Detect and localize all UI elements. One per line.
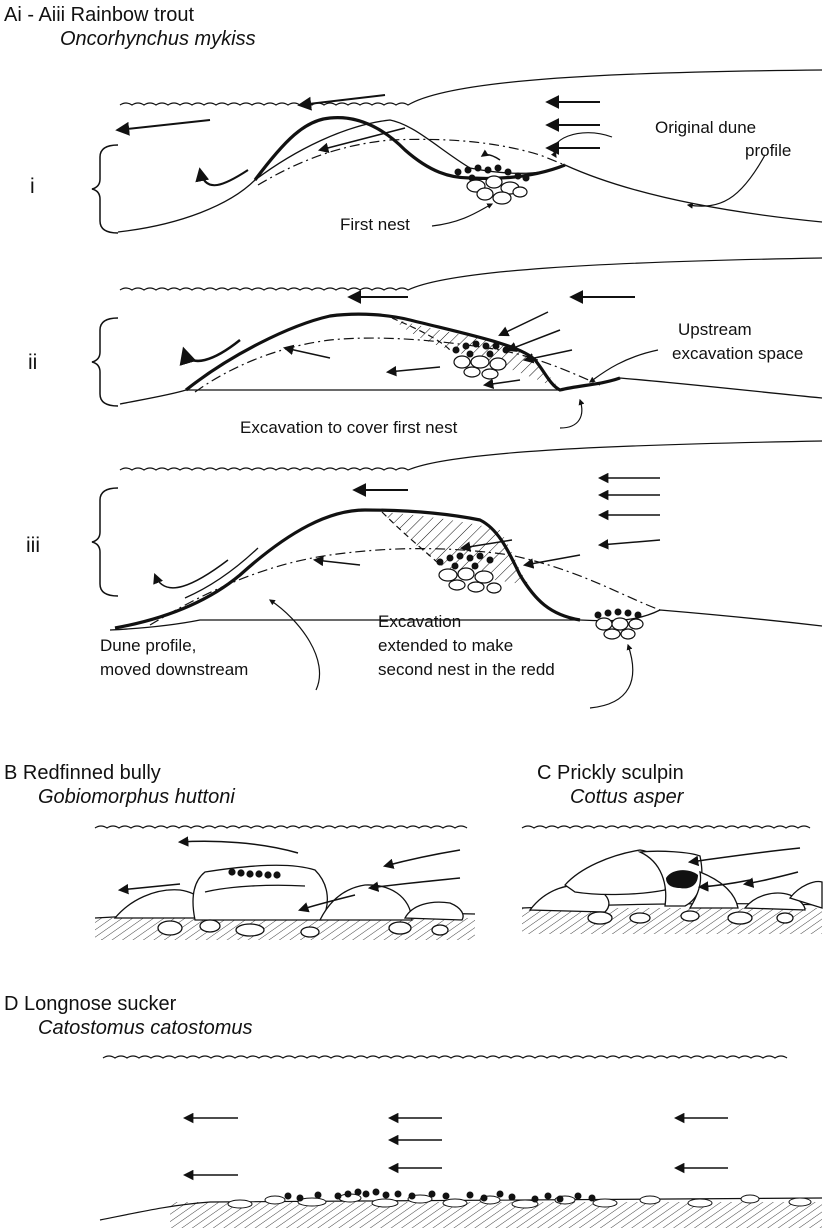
label-upstream: Upstream	[678, 320, 752, 340]
leader-line	[560, 400, 582, 428]
water-surface	[95, 826, 467, 828]
row-numeral-i: i	[30, 176, 35, 198]
panel-b-title: B Redfinned bully	[4, 762, 161, 784]
flow-arrow	[525, 555, 580, 565]
bracket	[92, 488, 118, 596]
hatched-excavation	[392, 318, 560, 390]
substrate	[170, 1202, 822, 1228]
water-surface	[522, 826, 810, 828]
water-surface	[103, 1056, 787, 1058]
panel-a-row-i	[92, 70, 822, 233]
flow-arrow	[370, 878, 460, 888]
flow-arrow	[315, 560, 360, 565]
gravel-cluster	[467, 176, 527, 204]
flow-arrow	[485, 380, 520, 385]
gravel-cluster-second-nest	[596, 618, 643, 639]
leader-line	[432, 204, 492, 226]
panel-a-species: Oncorhynchus mykiss	[60, 28, 256, 50]
bracket	[92, 145, 118, 233]
flow-arrow	[120, 884, 180, 890]
label-second-nest: second nest in the redd	[378, 660, 555, 680]
flow-arrow	[180, 841, 298, 853]
panel-a-row-ii	[92, 258, 822, 428]
flow-arrow	[118, 120, 210, 130]
eddy-arrow	[155, 560, 228, 588]
flow-arrow	[500, 312, 548, 335]
water-surface	[120, 70, 822, 105]
leader-line	[688, 155, 765, 206]
row-numeral-iii: iii	[26, 535, 40, 557]
substrate	[522, 908, 822, 934]
flow-arrow	[508, 330, 560, 350]
flow-arrow	[285, 348, 330, 358]
flow-arrow	[600, 540, 660, 545]
leader-line	[270, 600, 320, 690]
panel-c	[522, 826, 822, 934]
label-dune-profile: Dune profile,	[100, 636, 196, 656]
water-surface	[120, 258, 822, 290]
eddy-arrow	[200, 170, 248, 185]
leader-line	[590, 645, 633, 708]
water-surface	[120, 441, 822, 470]
panel-d-species: Catostomus catostomus	[38, 1017, 253, 1039]
row-numeral-ii: ii	[28, 352, 37, 374]
flow-arrow	[388, 367, 440, 372]
eddy-arrow	[482, 155, 500, 160]
flow-arrow	[690, 848, 800, 862]
label-excavation-cover: Excavation to cover first nest	[240, 418, 457, 438]
label-original-dune-profile: profile	[745, 141, 791, 161]
panel-a-title: Ai - Aiii Rainbow trout	[4, 4, 194, 26]
flow-arrow	[745, 872, 798, 884]
panel-d-title: D Longnose sucker	[4, 993, 176, 1015]
panel-d	[100, 1056, 822, 1228]
riverbed-profile	[110, 610, 822, 630]
leader-line	[590, 350, 658, 382]
egg-cluster-second-nest	[595, 609, 642, 619]
label-moved-downstream: moved downstream	[100, 660, 248, 680]
panel-b	[95, 826, 475, 940]
substrate	[95, 918, 475, 940]
label-excavation: Excavation	[378, 612, 461, 632]
leader-line	[554, 133, 612, 157]
gravel-cluster	[454, 356, 506, 379]
label-first-nest: First nest	[340, 215, 410, 235]
panel-b-species: Gobiomorphus huttoni	[38, 786, 235, 808]
label-extended: extended to make	[378, 636, 513, 656]
bracket	[92, 318, 118, 406]
panel-c-title: C Prickly sculpin	[537, 762, 684, 784]
riverbed-profile	[120, 378, 822, 404]
flow-arrow	[385, 850, 460, 866]
label-excavation-space: excavation space	[672, 344, 803, 364]
label-original-dune: Original dune	[655, 118, 756, 138]
flow-arrow	[525, 350, 572, 360]
panel-c-species: Cottus asper	[570, 786, 683, 808]
